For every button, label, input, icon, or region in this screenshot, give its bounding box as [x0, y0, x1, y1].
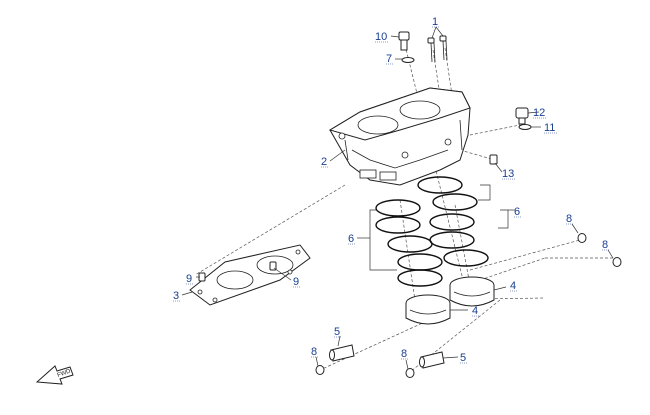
leader-lines: [181, 26, 614, 370]
callout-8-d: 8: [401, 348, 407, 360]
circlip: [315, 233, 622, 378]
dowel-pin: [489, 154, 498, 165]
piston: [405, 276, 495, 325]
callout-11: 11: [544, 122, 555, 134]
callout-10: 10: [375, 31, 387, 43]
fwd-arrow-icon: FWD: [35, 365, 74, 385]
sealing-washer: [518, 124, 532, 130]
callout-8-b: 8: [602, 239, 608, 251]
piston-rings: [375, 176, 489, 287]
washer: [401, 57, 415, 63]
callout-1: 1: [432, 16, 438, 28]
callout-8-c: 8: [311, 346, 317, 358]
callout-4-b: 4: [472, 305, 478, 317]
fwd-label: FWD: [57, 368, 73, 379]
callout-9-b: 9: [293, 276, 299, 288]
cylinder-bolt: [427, 35, 448, 63]
callout-12: 12: [533, 107, 545, 119]
callout-labels: 1 10 7 2 12 11 13 6 6 8 8 9 9 3 4 4 5 5: [173, 16, 609, 364]
piston-pin: [329, 344, 445, 369]
callout-6-left: 6: [348, 233, 354, 245]
cylinder-block: [328, 87, 471, 186]
callout-6-right: 6: [514, 206, 520, 218]
flange-bolt: [398, 31, 410, 51]
callout-7: 7: [386, 53, 392, 65]
callout-13: 13: [502, 168, 514, 180]
nipple-fitting: [515, 107, 529, 125]
cylinder-gasket: [189, 244, 311, 306]
assembly-lines: [194, 44, 615, 373]
callout-4-a: 4: [510, 280, 516, 292]
callout-3: 3: [173, 290, 179, 302]
callout-2: 2: [321, 156, 327, 168]
callout-9-a: 9: [186, 273, 192, 285]
callout-5-b: 5: [460, 352, 466, 364]
callout-5-a: 5: [334, 326, 340, 338]
callout-8-a: 8: [566, 213, 572, 225]
